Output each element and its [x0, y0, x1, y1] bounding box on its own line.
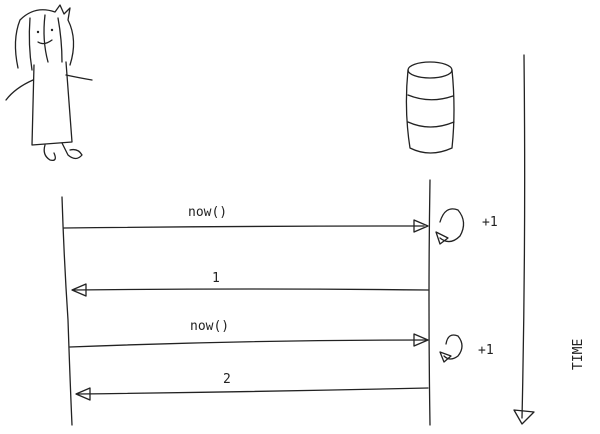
time-arrow [513, 54, 535, 425]
client-lifeline [61, 196, 73, 426]
message-arrow-2 [71, 283, 429, 297]
database-icon [405, 61, 455, 154]
increment-loop-icon [435, 208, 465, 245]
increment-loop-icon [439, 334, 463, 363]
message-arrow-3 [69, 333, 429, 348]
message-label-3: now() [190, 319, 229, 334]
message-label-1: now() [188, 205, 227, 220]
client-person-icon [5, 4, 93, 161]
time-label: TIME [571, 339, 586, 370]
server-lifeline [428, 179, 431, 426]
message-arrow-1 [63, 219, 429, 233]
message-arrow-4 [75, 387, 429, 401]
increment-label-2: +1 [478, 343, 494, 358]
increment-label-1: +1 [482, 215, 498, 230]
message-label-2: 1 [212, 271, 220, 286]
message-label-4: 2 [223, 372, 231, 387]
